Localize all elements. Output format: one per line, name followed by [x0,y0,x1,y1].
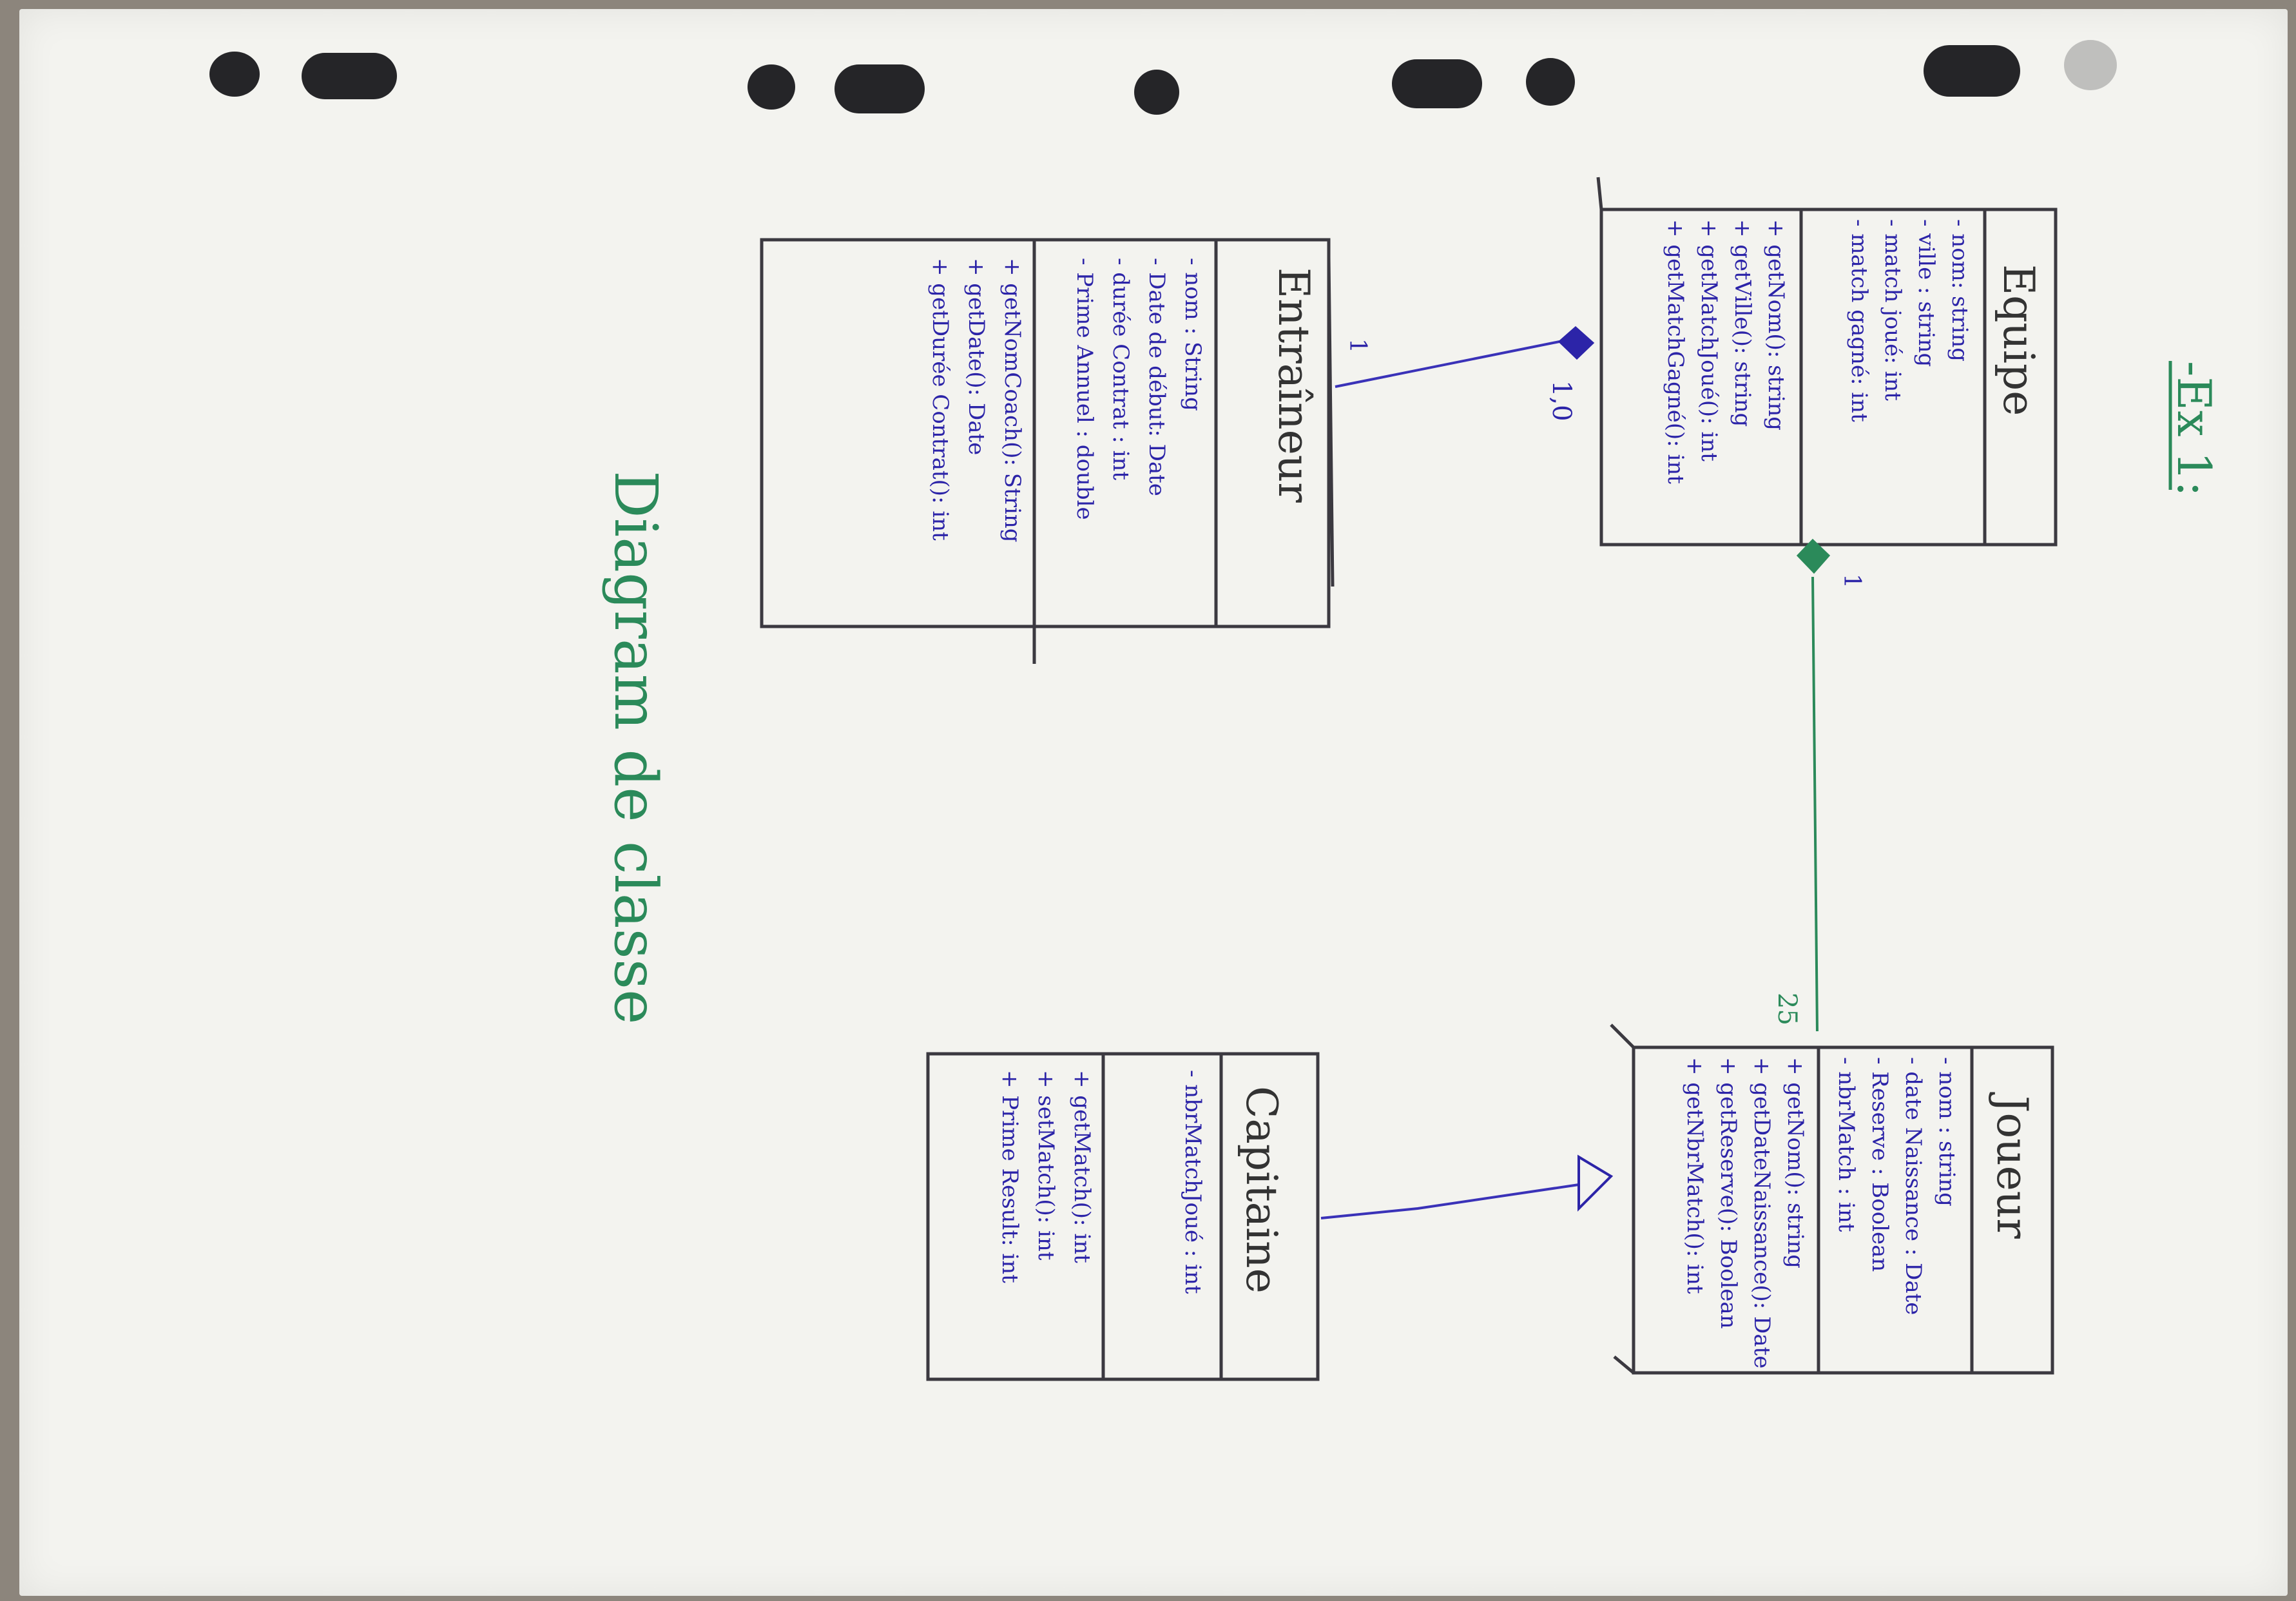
multiplicity-label: 25 [1772,993,1802,1025]
filled-diamond-icon [1796,538,1831,574]
attribute: - Reserve : Boolean [1867,1057,1893,1272]
method: + getVille(): string [1730,219,1755,427]
attribute: - durée Contrat : int [1108,258,1134,480]
binder-hole [2064,40,2117,90]
method: + getDateNaissance(): Date [1749,1057,1775,1368]
binder-hole [209,52,260,97]
composition-equipe-entraineur: 1,0 1 [1335,325,1595,422]
svg-text:Diagram de classe: Diagram de classe [601,471,670,1025]
multiplicity-label: 1,0 [1547,380,1576,422]
methods-entraineur: + getNomCoach(): String + getDate(): Dat… [927,258,1025,543]
class-name-capitaine: Capitaine [1237,1086,1286,1294]
method: + getNom(): string [1763,219,1789,431]
heading: -Ex 1: [2167,361,2221,496]
inheritance-capitaine-joueur [1320,1154,1614,1219]
attribute: - nom : string [1934,1057,1960,1207]
method: + getNom(): string [1782,1057,1808,1268]
svg-text:-Ex 1:: -Ex 1: [2167,361,2221,496]
filled-diamond-icon [1558,325,1595,360]
composition-equipe-joueur: 1 25 [1772,538,1865,1032]
class-equipe: Equipe - nom: string - ville : string - … [1596,177,2058,547]
binder-hole [1924,45,2020,97]
attribute: - Prime Annuel : double [1072,258,1097,520]
attribute: - Date de début: Date [1144,258,1170,496]
class-capitaine: Capitaine - nbrMatchJoué : int + getMatc… [926,1052,1320,1381]
method: + getMatchJoué(): int [1696,219,1722,461]
method: + getDurée Contrat(): int [927,258,953,541]
paper-sheet [19,9,2288,1596]
binder-hole [1526,58,1575,106]
multiplicity-label: 1 [1838,574,1865,588]
attribute: - match joué: int [1880,219,1905,401]
attribute: - nbrMatch : int [1833,1057,1859,1232]
attribute: - nbrMatchJoué : int [1180,1070,1206,1294]
attributes-entraineur: - nom : String - Date de début: Date - d… [1072,258,1206,520]
class-entraineur: Entraîneur - nom : String - Date de débu… [760,238,1335,664]
multiplicity-label: 1 [1344,338,1371,353]
attributes-equipe: - nom: string - ville : string - match j… [1846,219,1973,422]
binder-hole [302,53,397,99]
methods-equipe: + getNom(): string + getVille(): string … [1663,219,1789,484]
method: + getNbrMatch(): int [1682,1057,1708,1294]
method: + getDate(): Date [963,258,989,455]
attribute: - nom : String [1180,258,1206,411]
method: + getMatch(): int [1069,1070,1095,1263]
methods-capitaine: + getMatch(): int + setMatch(): int + Pr… [997,1070,1095,1283]
class-name-joueur: Joueur [1987,1092,2037,1239]
attribute: - ville : string [1913,219,1939,367]
binder-hole [1392,59,1482,108]
method: + setMatch(): int [1033,1070,1059,1261]
methods-joueur: + getNom(): string + getDateNaissance():… [1682,1057,1808,1368]
binder-hole [1134,70,1179,115]
binder-hole [748,64,795,110]
method: + Prime Result: int [997,1070,1023,1283]
attributes-joueur: - nom : string - date Naissance : Date -… [1833,1057,1960,1315]
method: + getMatchGagné(): int [1663,219,1688,484]
class-joueur: Joueur - nom : string - date Naissance :… [1610,1024,2054,1375]
attributes-capitaine: - nbrMatchJoué : int [1180,1070,1206,1294]
method: + getReserve(): Boolean [1715,1057,1741,1329]
method: + getNomCoach(): String [999,258,1025,543]
attribute: - date Naissance : Date [1900,1057,1926,1315]
diagram-caption: Diagram de classe [601,471,670,1025]
attribute: - nom: string [1947,219,1973,362]
hollow-triangle-arrow-icon [1577,1154,1614,1212]
attribute: - match gagné: int [1846,219,1872,422]
binder-hole [834,64,925,113]
class-name-equipe: Equipe [1994,264,2043,416]
class-name-entraineur: Entraîneur [1269,267,1318,503]
